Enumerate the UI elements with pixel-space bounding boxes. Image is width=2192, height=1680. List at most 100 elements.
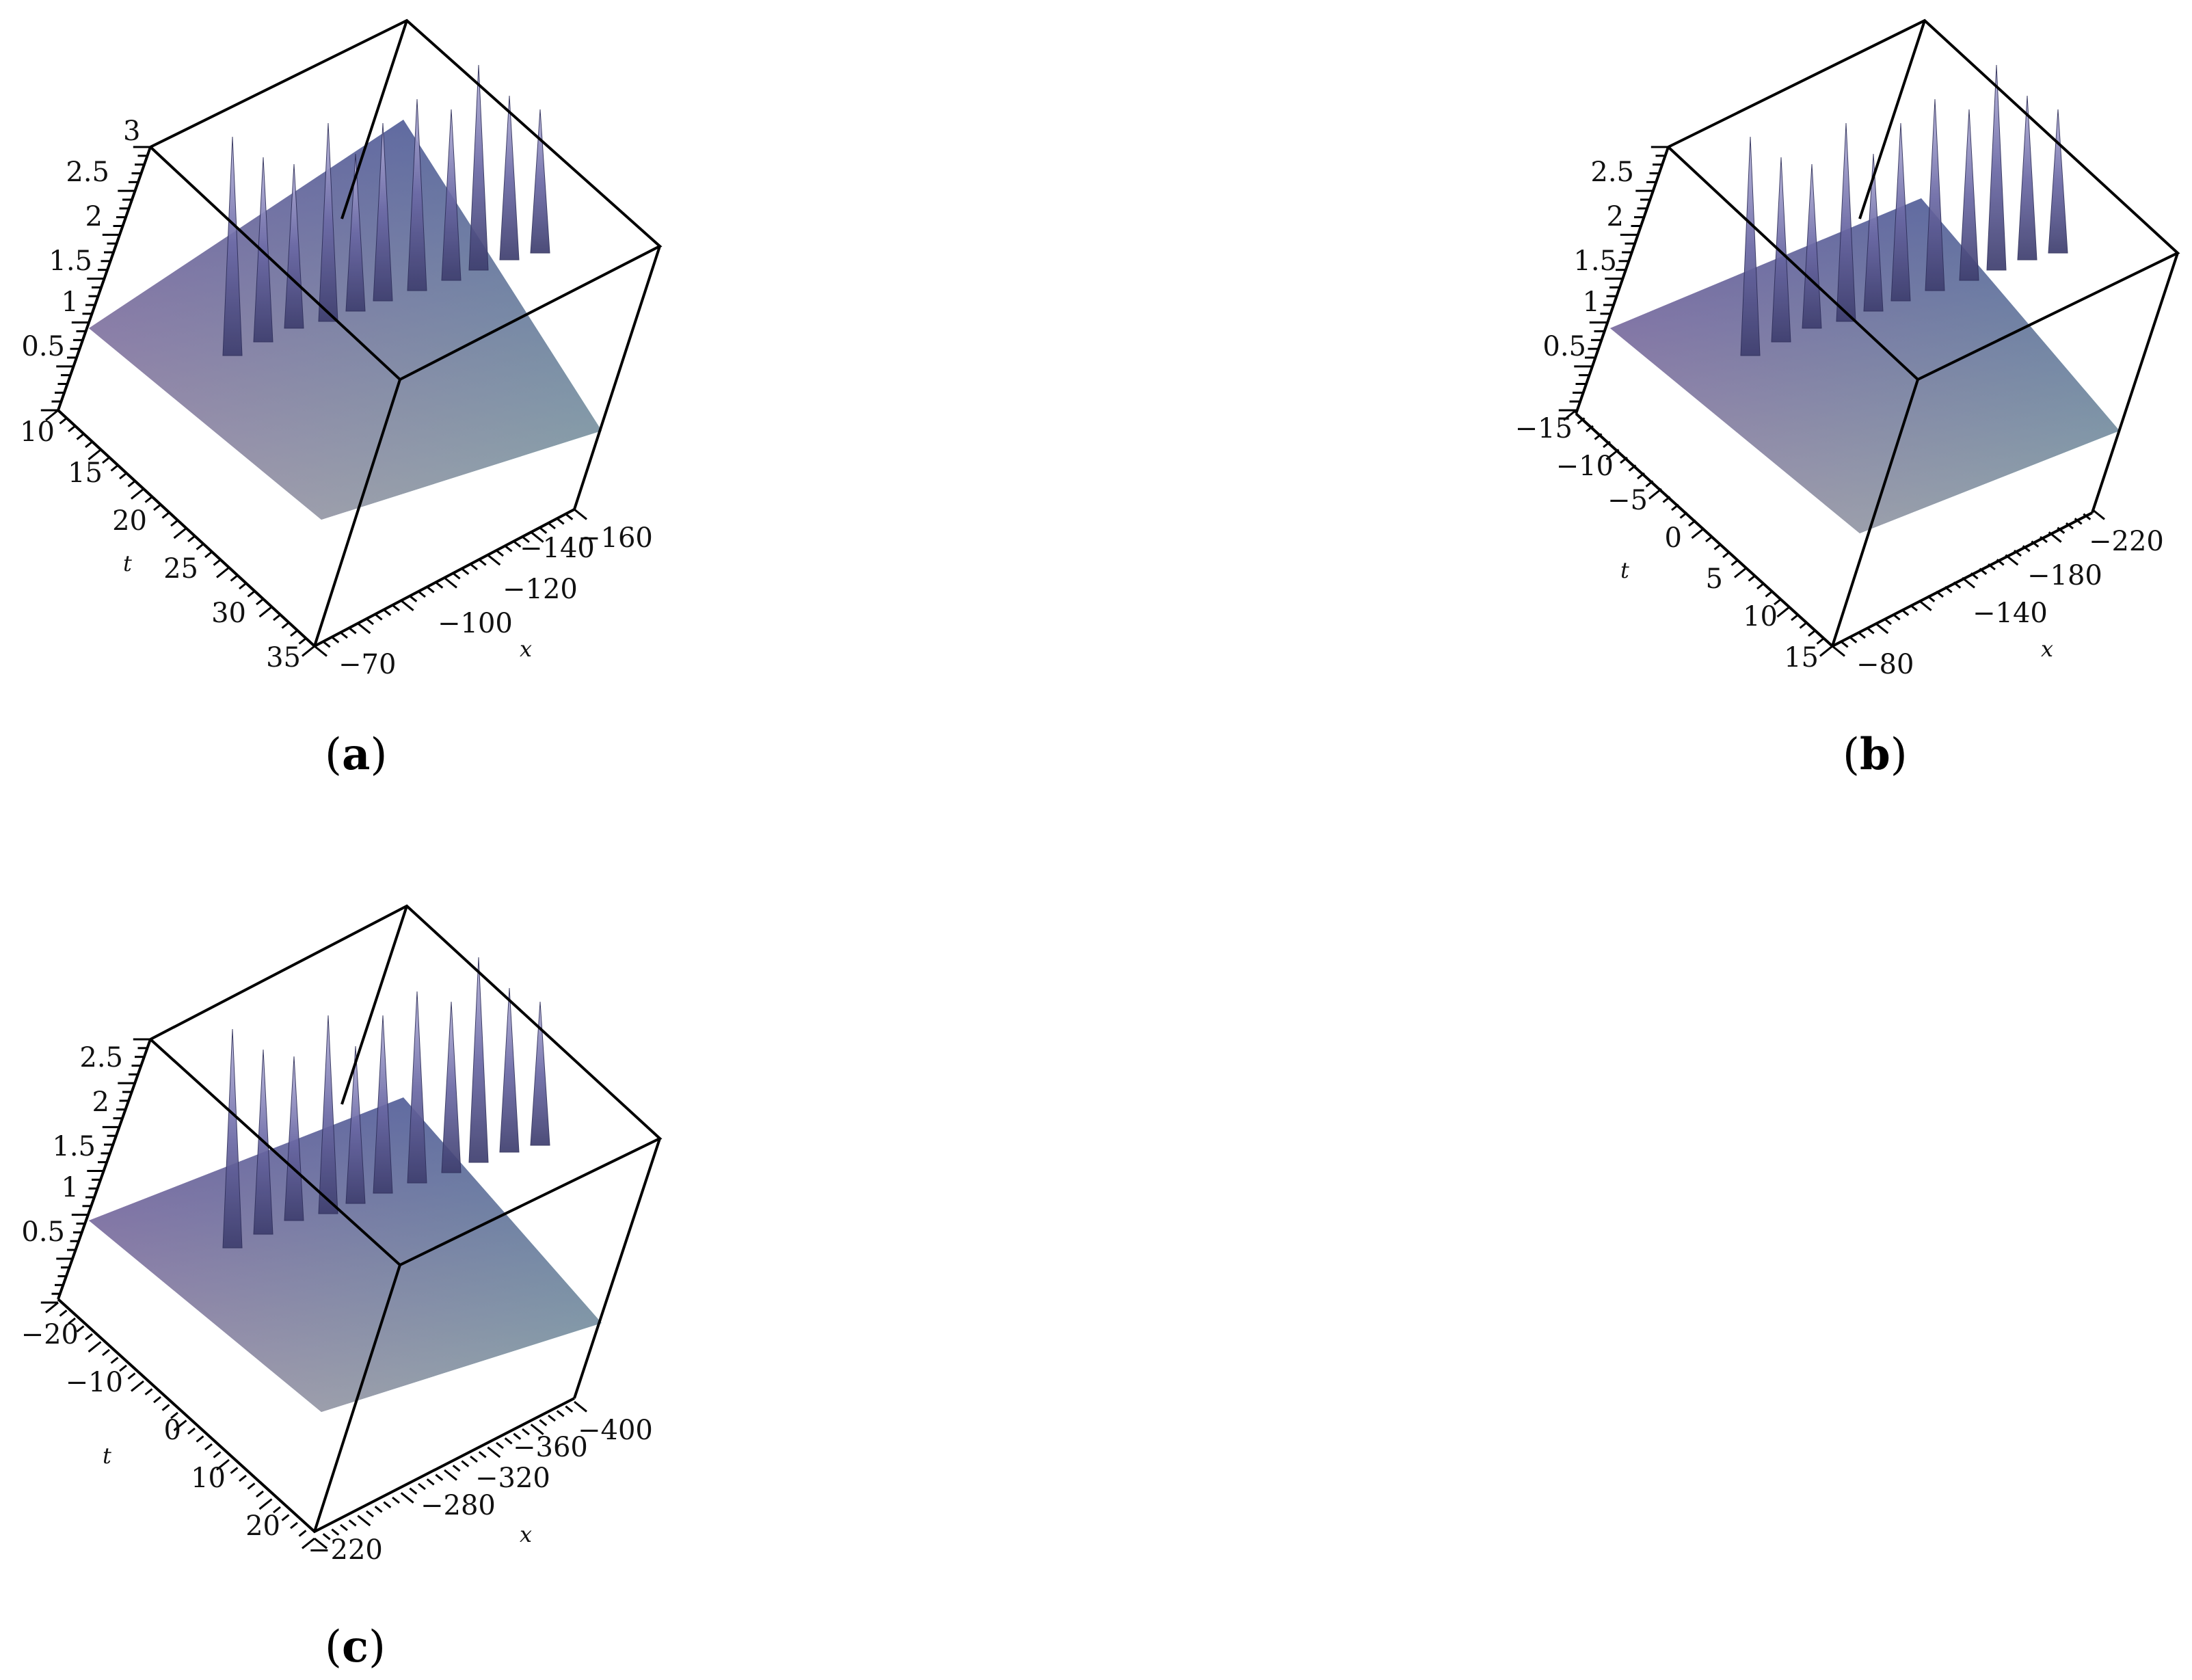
peak-spike xyxy=(441,109,462,281)
tick-mark xyxy=(281,1514,290,1521)
tick-mark xyxy=(45,409,59,421)
peak-spike xyxy=(345,153,366,312)
tick-mark xyxy=(340,631,348,639)
tick-mark xyxy=(1962,576,1975,589)
tick-mark xyxy=(127,1372,136,1380)
tick-mark xyxy=(444,576,457,589)
tick-mark xyxy=(1832,645,1845,657)
tick-mark xyxy=(187,1427,196,1435)
tick-mark xyxy=(1979,568,1988,575)
surface xyxy=(1610,198,2120,533)
tick-mark xyxy=(530,531,544,543)
tick-mark xyxy=(170,519,178,527)
peak-spike xyxy=(499,987,520,1153)
tick-mark xyxy=(1927,595,1936,602)
tick-mark xyxy=(565,513,574,520)
tick-mark xyxy=(1996,559,2005,566)
tick-mark xyxy=(565,1405,574,1413)
tick-mark xyxy=(68,425,76,433)
tick-mark xyxy=(2057,526,2066,534)
z-tick-label: 0.5 xyxy=(21,1216,65,1248)
tick-mark xyxy=(487,554,501,566)
tick-mark xyxy=(409,595,418,602)
tick-mark xyxy=(247,1482,256,1490)
t-tick-label: 20 xyxy=(245,1510,280,1542)
tick-mark xyxy=(322,1533,331,1541)
ticks xyxy=(1558,146,2105,657)
tick-mark xyxy=(383,1501,392,1508)
tick-mark xyxy=(144,1388,153,1396)
tick-mark xyxy=(213,1451,222,1458)
t-tick-labels: 10 15 20 25 30 35 t xyxy=(20,416,301,674)
tick-mark xyxy=(2005,554,2019,566)
tick-mark xyxy=(239,582,247,590)
tick-mark xyxy=(2048,531,2062,543)
tick-mark xyxy=(88,449,102,461)
z-tick-label: 2.5 xyxy=(79,1042,123,1074)
z-tick-label: 3 xyxy=(123,116,140,147)
tick-mark xyxy=(418,590,426,598)
svg-text:(c): (c) xyxy=(325,1621,386,1672)
tick-mark xyxy=(478,559,487,566)
tick-mark xyxy=(357,1515,371,1527)
tick-mark xyxy=(2040,535,2048,544)
tick-mark xyxy=(1918,600,1932,611)
caption-b: (b) xyxy=(1843,729,1908,780)
tick-mark xyxy=(1662,496,1671,503)
peaks xyxy=(1740,64,2068,356)
peak-spike xyxy=(345,1045,366,1204)
z-tick-label: 2.5 xyxy=(1590,157,1634,188)
z-tick-labels: 3 2.5 2 1.5 1 0.5 xyxy=(21,116,140,362)
peaks xyxy=(222,64,550,356)
tick-mark xyxy=(173,527,187,539)
peak-spike xyxy=(1925,98,1945,291)
x-tick-label: −320 xyxy=(475,1463,550,1494)
tick-mark xyxy=(85,1333,93,1341)
tick-mark xyxy=(322,641,331,648)
x-tick-label: −280 xyxy=(420,1490,496,1521)
tick-mark xyxy=(513,540,522,548)
t-tick-label: −10 xyxy=(1556,451,1614,482)
tick-mark xyxy=(290,1521,298,1530)
tick-mark xyxy=(348,1519,357,1527)
tick-mark xyxy=(298,1530,307,1537)
tick-mark xyxy=(1944,586,1953,594)
tick-mark xyxy=(539,1419,548,1426)
peak-spike xyxy=(441,1001,462,1173)
tick-mark xyxy=(461,1460,470,1467)
t-tick-label: 10 xyxy=(191,1463,226,1494)
tick-mark xyxy=(298,637,307,645)
z-tick-label: 1.5 xyxy=(52,1131,96,1162)
t-tick-label: −15 xyxy=(1515,413,1573,444)
tick-mark xyxy=(45,1301,59,1314)
tick-mark xyxy=(1628,464,1637,472)
tick-mark xyxy=(256,598,264,606)
svg-text:(b): (b) xyxy=(1843,729,1908,780)
tick-mark xyxy=(1645,480,1654,488)
tick-mark xyxy=(1722,550,1730,559)
x-tick-labels: −70 −100 −120 −140 −160 x xyxy=(338,522,653,680)
caption-letter: c xyxy=(342,1621,369,1672)
tick-mark xyxy=(161,511,170,519)
tick-mark xyxy=(513,1432,522,1440)
x-tick-label: −180 xyxy=(2027,560,2102,591)
tick-mark xyxy=(2066,522,2074,530)
z-tick-label: 1 xyxy=(1583,286,1600,318)
surface xyxy=(89,1097,602,1412)
tick-mark xyxy=(170,1411,178,1419)
surface xyxy=(89,120,602,520)
tick-mark xyxy=(314,645,328,657)
tick-mark xyxy=(131,1380,144,1392)
t-tick-label: −5 xyxy=(1607,485,1648,516)
t-tick-label: 35 xyxy=(266,642,301,674)
tick-mark xyxy=(110,1357,119,1364)
z-tick-labels: 2.5 2 1.5 1 0.5 xyxy=(1542,157,1634,362)
tick-mark xyxy=(1816,637,1825,645)
peak-spike xyxy=(318,1015,338,1214)
tick-mark xyxy=(496,549,504,557)
tick-mark xyxy=(487,1446,501,1458)
tick-mark xyxy=(230,1467,239,1474)
tick-mark xyxy=(1679,511,1688,519)
tick-mark xyxy=(1901,609,1910,616)
tick-mark xyxy=(216,1458,230,1471)
